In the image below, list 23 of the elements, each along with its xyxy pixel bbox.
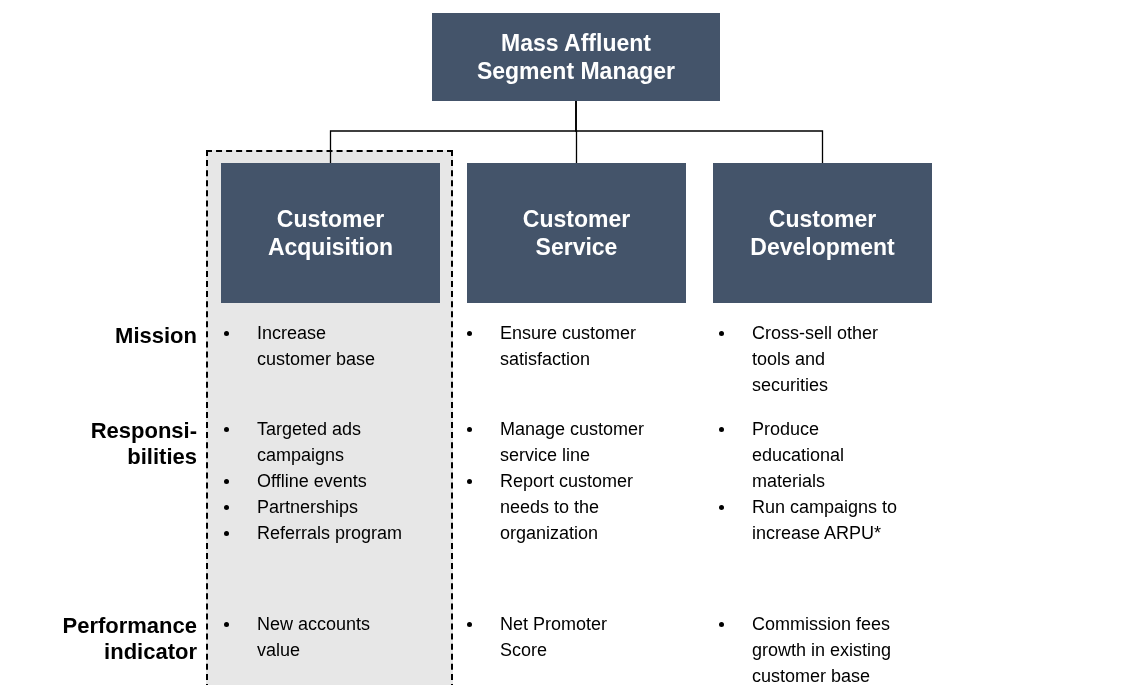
bullet-text: Ensure customer satisfaction	[500, 322, 638, 371]
bullet-text: Report customer needs to the organization	[500, 470, 635, 545]
org-box: Mass Affluent Segment Manager	[432, 13, 720, 101]
bullet-text: New accounts value	[257, 613, 372, 662]
bullet-text: Manage customer service line	[500, 418, 646, 467]
row-header: Mission	[114, 323, 197, 349]
connector-line	[575, 100, 824, 164]
org-box: Customer Development	[713, 163, 932, 303]
bullet-text: Run campaigns to increase ARPU*	[752, 496, 899, 545]
bullet-text: Produce educational materials	[752, 418, 846, 493]
org-box: Customer Acquisition	[221, 163, 440, 303]
org-box: Customer Service	[467, 163, 686, 303]
row-header: Responsi- bilities	[89, 418, 197, 470]
bullet-text: Offline events	[257, 470, 368, 493]
bullet-text: Partnerships	[257, 496, 360, 519]
bullet-text: Cross-sell other tools and securities	[752, 322, 880, 397]
bullet-text: Commission fees growth in existing customer base	[752, 613, 893, 685]
bullet-text: Increase customer base	[257, 322, 377, 371]
row-header: Performance indicator	[61, 613, 197, 665]
bullet-text: Net Promoter Score	[500, 613, 609, 662]
bullet-text: Targeted ads campaigns	[257, 418, 363, 467]
bullet-text: Referrals program	[257, 522, 404, 545]
highlight-column	[206, 150, 453, 685]
